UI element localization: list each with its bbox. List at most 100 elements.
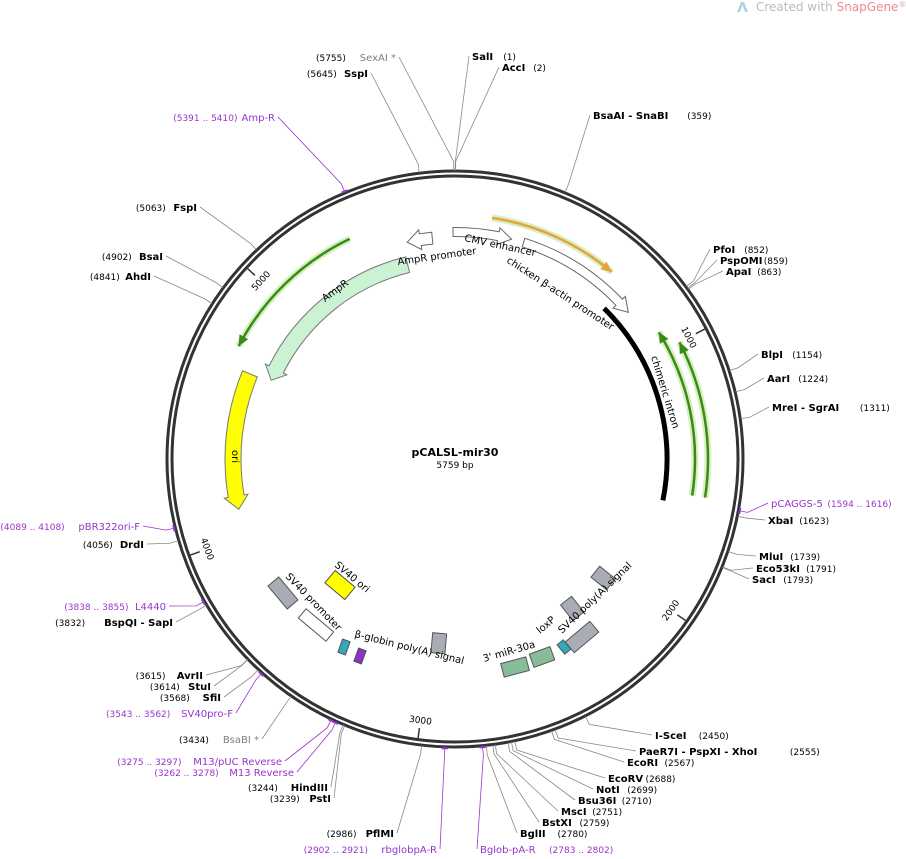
site-name: Amp-R: [242, 113, 276, 124]
site-position: (4902): [102, 253, 132, 263]
site-sfii: SfiI(3568): [160, 669, 259, 704]
site-leader-line: [729, 353, 759, 371]
site-bsaai-snabi: BsaAI - SnaBI(359): [564, 111, 711, 193]
site-name: MluI: [759, 552, 783, 563]
site-position: (852): [744, 246, 768, 256]
site-name: SalI: [472, 52, 493, 63]
feature-loxp-box: [556, 639, 572, 655]
watermark-prefix: Created with: [756, 0, 837, 14]
site-name: L4440: [135, 602, 166, 613]
site-pbr322ori-f: pBR322ori-F(4089 .. 4108): [0, 522, 176, 533]
site-name: SspI: [344, 69, 368, 80]
site-position: (2555): [790, 748, 820, 758]
feature-ampr: [264, 256, 411, 381]
site-name: NotI: [596, 785, 620, 796]
site-position: (863): [757, 268, 781, 278]
feature-mir30a-arrow-1: [528, 646, 556, 668]
site-position: (2902 .. 2921): [304, 846, 368, 856]
site-bglii: BglII(2780): [485, 745, 587, 840]
site-fspi: FspI(5063): [136, 203, 257, 251]
tick-label: 3000: [408, 715, 432, 728]
snapgene-watermark: Created with SnapGene®: [737, 0, 906, 14]
site-position: (1311): [860, 404, 890, 414]
site-position: (1739): [790, 553, 820, 563]
site-position: (3838 .. 3855): [64, 603, 128, 613]
site-pfoi: PfoI(852): [685, 245, 768, 287]
site-sv40pro-f: SV40pro-F(3543 .. 3562): [106, 671, 265, 720]
site-position: (1623): [799, 517, 829, 527]
site-drdi: DrdI(4056): [83, 540, 179, 551]
site-position: (3832): [55, 619, 85, 629]
feature-box: [430, 632, 448, 655]
site-l4440: L4440 (3838 .. 3855): [64, 598, 206, 613]
label-chicken-actin-promoter: chicken β-actin promoter: [504, 255, 616, 333]
site-name: I-SceI: [655, 731, 687, 742]
site-position: (1154): [792, 351, 822, 361]
site-bsu36i: Bsu36I(2710): [507, 742, 652, 807]
site-name: AvrII: [177, 671, 203, 682]
feature-sv40-promoter-box: [267, 576, 299, 610]
site-blpi: BlpI (1154): [729, 350, 822, 371]
site-noti: NotI(2699): [511, 741, 657, 796]
site-position: (5391 .. 5410): [173, 114, 237, 124]
site-position: (3275 .. 3297): [117, 758, 181, 768]
site-position: (2986): [327, 830, 357, 840]
site-leader-line: [554, 729, 637, 752]
site-position: (859): [764, 257, 788, 267]
site-leader-line: [205, 659, 248, 676]
site-name: FspI: [173, 203, 197, 214]
site-name: EcoRI: [627, 758, 658, 769]
site-position: (1224): [798, 375, 828, 385]
site-leader-line: [740, 406, 770, 420]
site-leader-line: [688, 270, 724, 290]
site-leader-line: [398, 56, 455, 171]
site-pflmi: PflMI(2986): [327, 745, 422, 840]
primer-site-marker: [341, 189, 348, 194]
primer-arrowhead: [679, 342, 689, 355]
feature-boxes: [267, 565, 617, 678]
site-name: PspOMI: [720, 256, 762, 267]
tick-mark: [676, 614, 686, 622]
site-leader-line: [455, 66, 500, 171]
site-name: PstI: [309, 794, 331, 805]
site-name: MreI - SgrAI: [772, 403, 839, 414]
primer-arrowhead: [600, 261, 612, 273]
site-name: BlpI: [761, 350, 783, 361]
site-name: rbglobpA-R: [381, 845, 437, 856]
site-avrii: AvrII(3615): [136, 659, 248, 682]
primer-arc-outer-top-left: [237, 237, 351, 347]
site-position: (2710): [622, 797, 652, 807]
site-name: PaeR7I - PspXI - XhoI: [639, 747, 757, 758]
site-msci: MscI(2751): [494, 744, 622, 818]
site-amp-r: Amp-R (5391 .. 5410): [173, 113, 348, 194]
site-leader-line: [454, 55, 470, 171]
site-name: BsaAI - SnaBI: [593, 111, 668, 122]
site-name: BsaI: [139, 252, 163, 263]
tick-mark: [247, 268, 256, 276]
site-leader-line: [584, 716, 653, 736]
tick-mark: [190, 550, 201, 556]
site-leader-line: [284, 719, 332, 762]
primer-arc-outer-right-1: [657, 331, 697, 496]
site-rbglobpa-r: rbglobpA-R (2902 .. 2921): [304, 747, 448, 856]
site-name: ApaI: [726, 267, 751, 278]
plasmid-name: pCALSL-mir30: [412, 446, 499, 459]
primer-site-marker: [172, 524, 176, 532]
site-position: (2): [533, 64, 546, 74]
site-name: M13/pUC Reverse: [193, 757, 282, 768]
primer-arrowhead: [238, 334, 249, 347]
site-name: DrdI: [120, 540, 144, 551]
site-name: BspQI - SapI: [104, 618, 173, 629]
site-pcaggs-5: pCAGGS-5(1594 .. 1616): [738, 499, 892, 515]
site-name: SfiI: [203, 693, 221, 704]
feature-beta-globin-box-2: [353, 647, 367, 665]
site-leader-line: [396, 745, 422, 834]
site-name: EcoRV: [608, 774, 643, 785]
site-bsai: BsaI (4902): [102, 252, 224, 289]
site-name: BstXI: [542, 818, 572, 829]
svg-text:Created with SnapGene®: Created with SnapGene®: [756, 0, 906, 14]
site-leader-line: [261, 696, 292, 740]
site-leader-line: [722, 566, 754, 571]
site-m13-puc-reverse: M13/pUC Reverse (3275 .. 3297): [117, 718, 335, 768]
site-acci: AccI(2): [455, 63, 546, 171]
